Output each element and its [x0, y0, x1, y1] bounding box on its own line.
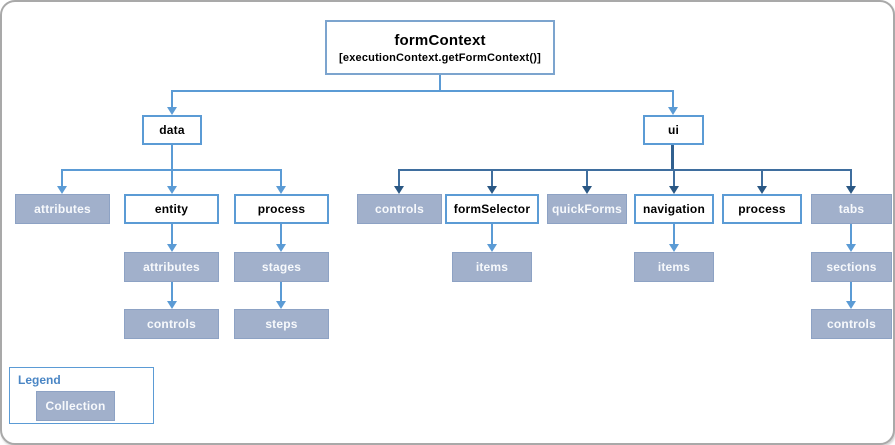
node-formcontext-title: formContext: [394, 31, 486, 49]
arrowhead-tabs: [846, 186, 856, 194]
connector-drop-quickforms: [586, 171, 588, 186]
connector-top-bus: [171, 90, 674, 92]
connector-data-bus: [61, 169, 282, 171]
connector-tabs-sections: [850, 224, 852, 244]
connector-drop-ui: [672, 90, 674, 107]
node-data-attributes: attributes: [15, 194, 110, 224]
arrowhead-entity-attributes: [167, 244, 177, 252]
connector-root-stub: [439, 75, 441, 91]
connector-drop-data: [171, 90, 173, 107]
connector-drop-ui-controls: [398, 171, 400, 186]
connector-drop-formselector: [491, 171, 493, 186]
node-tabs-sections: sections: [811, 252, 892, 282]
node-process-steps: steps: [234, 309, 329, 339]
arrowhead-ui: [668, 107, 678, 115]
arrowhead-data: [167, 107, 177, 115]
arrowhead-sections-controls: [846, 301, 856, 309]
node-ui: ui: [643, 115, 704, 145]
connector-attributes-controls: [171, 282, 173, 301]
node-entity-attributes: attributes: [124, 252, 219, 282]
arrowhead-quickforms: [582, 186, 592, 194]
connector-entity-attributes: [171, 224, 173, 244]
node-process-stages: stages: [234, 252, 329, 282]
arrowhead-data-process: [276, 186, 286, 194]
connector-drop-entity: [171, 171, 173, 186]
arrowhead-attributes-controls: [167, 301, 177, 309]
connector-data-stub: [171, 145, 173, 171]
node-entity: entity: [124, 194, 219, 224]
node-ui-controls: controls: [357, 194, 442, 224]
connector-stages-steps: [280, 282, 282, 301]
arrowhead-tabs-sections: [846, 244, 856, 252]
connector-navigation-items: [673, 224, 675, 244]
connector-drop-data-attributes: [61, 171, 63, 186]
connector-drop-navigation: [673, 171, 675, 186]
connector-formselector-items: [491, 224, 493, 244]
connector-drop-tabs: [850, 171, 852, 186]
node-formselector-items: items: [452, 252, 532, 282]
node-sections-controls: controls: [811, 309, 892, 339]
node-navigation-items: items: [634, 252, 714, 282]
node-formcontext-subtitle: [executionContext.getFormContext()]: [339, 51, 541, 64]
connector-sections-controls: [850, 282, 852, 301]
arrowhead-navigation-items: [669, 244, 679, 252]
legend-box: Legend Collection: [9, 367, 154, 424]
arrowhead-process-stages: [276, 244, 286, 252]
arrowhead-ui-controls: [394, 186, 404, 194]
connector-ui-stub: [671, 145, 674, 171]
arrowhead-navigation: [669, 186, 679, 194]
node-formcontext: formContext [executionContext.getFormCon…: [325, 20, 555, 75]
node-entity-controls: controls: [124, 309, 219, 339]
arrowhead-formselector-items: [487, 244, 497, 252]
legend-collection-swatch: Collection: [36, 391, 115, 421]
connector-drop-ui-process: [761, 171, 763, 186]
connector-process-stages: [280, 224, 282, 244]
node-data-process: process: [234, 194, 329, 224]
arrowhead-data-attributes: [57, 186, 67, 194]
connector-drop-data-process: [280, 171, 282, 186]
arrowhead-stages-steps: [276, 301, 286, 309]
node-data: data: [142, 115, 202, 145]
node-quickforms: quickForms: [547, 194, 627, 224]
arrowhead-formselector: [487, 186, 497, 194]
node-navigation: navigation: [634, 194, 714, 224]
arrowhead-ui-process: [757, 186, 767, 194]
arrowhead-entity: [167, 186, 177, 194]
node-formselector: formSelector: [445, 194, 539, 224]
connector-ui-bus: [398, 169, 852, 171]
node-tabs: tabs: [811, 194, 892, 224]
legend-title: Legend: [18, 373, 61, 387]
node-ui-process: process: [722, 194, 802, 224]
